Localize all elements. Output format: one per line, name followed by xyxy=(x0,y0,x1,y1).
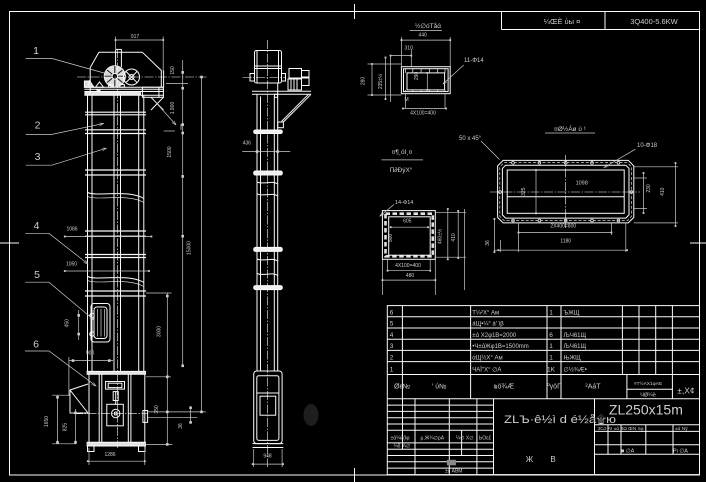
svg-text:μ,Ж¼∅ρΑ: μ,Ж¼∅ρΑ xyxy=(421,436,445,442)
svg-text:1180: 1180 xyxy=(560,239,571,245)
svg-text:Øε№: Øε№ xyxy=(394,384,410,391)
svg-text:436: 436 xyxy=(243,141,252,147)
svg-text:ЧØ¼ё: ЧØ¼ё xyxy=(640,393,656,399)
svg-text:917: 917 xyxy=(131,34,140,40)
svg-text:1650: 1650 xyxy=(44,416,50,427)
svg-text:I: I xyxy=(180,123,182,132)
svg-text:1: 1 xyxy=(390,367,394,374)
svg-text:¤¶¸óΙ¸¤: ¤¶¸óΙ¸¤ xyxy=(392,149,413,156)
svg-text:3: 3 xyxy=(390,343,394,350)
svg-text:ЪЖЩ: ЪЖЩ xyxy=(564,311,580,317)
svg-text:36: 36 xyxy=(485,240,491,246)
svg-text:2X400=800: 2X400=800 xyxy=(550,224,576,230)
svg-text:3: 3 xyxy=(35,151,41,163)
svg-text:10-Φ18: 10-Φ18 xyxy=(637,143,658,149)
svg-text:948: 948 xyxy=(263,454,272,460)
svg-text:50 x 45°: 50 x 45° xyxy=(459,136,482,142)
svg-text:Τ¼²Χ° Ам: Τ¼²Χ° Ам xyxy=(472,311,499,317)
svg-text:Β: Β xyxy=(550,455,555,464)
svg-text:¤Ø½Áø ύ ¹: ¤Ø½Áø ύ ¹ xyxy=(554,124,587,133)
svg-text:1500: 1500 xyxy=(167,146,173,157)
svg-text:1.900: 1.900 xyxy=(170,102,176,115)
svg-text:4: 4 xyxy=(390,332,394,339)
svg-text:άЩ½Χ° Ам: άЩ½Χ° Ам xyxy=(472,354,502,361)
svg-text:Ж: Ж xyxy=(526,455,534,464)
svg-text:6: 6 xyxy=(549,332,553,339)
svg-text:900: 900 xyxy=(86,351,95,357)
svg-text:4: 4 xyxy=(34,220,40,232)
svg-text:1050: 1050 xyxy=(66,262,77,268)
svg-text:825: 825 xyxy=(62,423,68,432)
svg-text:■ ∅Α: ■ ∅Α xyxy=(621,448,635,455)
svg-text:1: 1 xyxy=(549,354,553,361)
svg-text:605: 605 xyxy=(403,219,412,225)
svg-text:15000: 15000 xyxy=(187,241,193,255)
svg-text:1: 1 xyxy=(33,45,39,57)
svg-text:ºγӧГ: ºγӧГ xyxy=(547,384,561,391)
svg-text:½∅óΤåά: ½∅óΤåά xyxy=(415,22,441,30)
svg-text:3Ѡ АΙ ±ά 3Ω ŒΝ ¤φ: 3Ѡ АΙ ±ά 3Ω ŒΝ ¤φ xyxy=(598,425,644,432)
svg-text:ЉЧ61Щ: ЉЧ61Щ xyxy=(564,344,587,350)
svg-text:±ά Νў: ±ά Νў xyxy=(675,425,688,432)
svg-text:440: 440 xyxy=(418,33,427,39)
svg-text:1086: 1086 xyxy=(66,227,77,233)
svg-text:Π∂ÐýΧ°: Π∂ÐýΧ° xyxy=(390,166,413,174)
svg-text:3000: 3000 xyxy=(157,326,163,337)
svg-text:áЩ•¼° á′ їβ: áЩ•¼° á′ їβ xyxy=(472,322,504,328)
svg-text:ЉЧ61Щ: ЉЧ61Щ xyxy=(564,333,587,339)
svg-text:290: 290 xyxy=(414,72,420,81)
svg-text:3Q400-5.6KW: 3Q400-5.6KW xyxy=(630,17,678,26)
svg-text:′ ύ№: ′ ύ№ xyxy=(432,383,447,391)
svg-text:14-Φ14: 14-Φ14 xyxy=(395,200,413,206)
svg-text:¼ŒÈ ύы ¤: ¼ŒÈ ύы ¤ xyxy=(544,17,581,26)
svg-text:±ά¼ѝ(Ιφ: ±ά¼ѝ(Ιφ xyxy=(391,435,411,442)
svg-text:∅½¾Æ•: ∅½¾Æ• xyxy=(564,367,587,374)
svg-text:ЊЖЩ: ЊЖЩ xyxy=(564,355,582,361)
svg-text:M: M xyxy=(405,97,409,103)
svg-text:6: 6 xyxy=(390,310,394,317)
svg-text:4X100=400: 4X100=400 xyxy=(395,263,421,269)
svg-text:•Ч±άЖφ1Β=1500mm: •Ч±άЖφ1Β=1500mm xyxy=(472,343,528,350)
svg-text:2: 2 xyxy=(390,354,394,361)
svg-text:²АáT: ²АáT xyxy=(585,384,601,391)
svg-text:ЬΟε£: ЬΟε£ xyxy=(479,436,491,442)
svg-text:1098: 1098 xyxy=(576,181,588,187)
svg-text:¼∅ Χ∅: ¼∅ Χ∅ xyxy=(456,436,474,442)
svg-text:36: 36 xyxy=(178,423,184,429)
svg-text:235±½: 235±½ xyxy=(377,73,384,89)
svg-text:11-Φ14: 11-Φ14 xyxy=(464,58,484,64)
svg-text:1: 1 xyxy=(549,310,553,317)
svg-text:≡Τ½АΧ1φАΕ: ≡Τ½АΧ1φАΕ xyxy=(634,380,662,387)
svg-text:500: 500 xyxy=(388,234,394,243)
svg-text:4X100=400: 4X100=400 xyxy=(410,111,436,117)
svg-text:5: 5 xyxy=(34,269,40,281)
svg-text:410: 410 xyxy=(451,233,457,242)
svg-text:±,Χ¢: ±,Χ¢ xyxy=(677,386,695,396)
svg-text:ZLЪ·ê½ì d é½å۩ю: ZLЪ·ê½ì d é½å۩ю xyxy=(504,413,616,426)
svg-text:230: 230 xyxy=(646,184,652,193)
svg-text:350: 350 xyxy=(154,405,160,414)
svg-text:450: 450 xyxy=(65,319,71,328)
svg-text:1286: 1286 xyxy=(104,452,115,458)
svg-text:410: 410 xyxy=(660,187,666,196)
svg-text:480: 480 xyxy=(406,273,415,279)
svg-text:1K: 1K xyxy=(547,367,556,374)
svg-text:Ρι ∅Α: Ρι ∅Α xyxy=(673,448,688,455)
svg-text:5: 5 xyxy=(390,321,394,328)
svg-text:1: 1 xyxy=(549,343,553,350)
svg-text:2: 2 xyxy=(35,120,41,132)
svg-text:ZL250x15m: ZL250x15m xyxy=(609,402,683,418)
svg-text:325: 325 xyxy=(521,187,527,196)
svg-text:6: 6 xyxy=(33,339,39,351)
svg-text:460±½: 460±½ xyxy=(437,228,444,244)
svg-text:±ά Χ2φ1Β=2000: ±ά Χ2φ1Β=2000 xyxy=(472,332,517,339)
svg-text:ЧАЇ"Χ° ∅Α: ЧАЇ"Χ° ∅Α xyxy=(472,367,501,374)
svg-text:ҩӧ¾Æ: ҩӧ¾Æ xyxy=(494,384,514,391)
svg-text:310: 310 xyxy=(405,46,414,52)
svg-text:¼δ ¾∅: ¼δ ¾∅ xyxy=(394,444,411,450)
svg-text:150: 150 xyxy=(170,66,176,75)
svg-text:280: 280 xyxy=(361,77,367,86)
svg-text:±∂ АΒΜ: ±∂ АΒΜ xyxy=(445,469,462,475)
